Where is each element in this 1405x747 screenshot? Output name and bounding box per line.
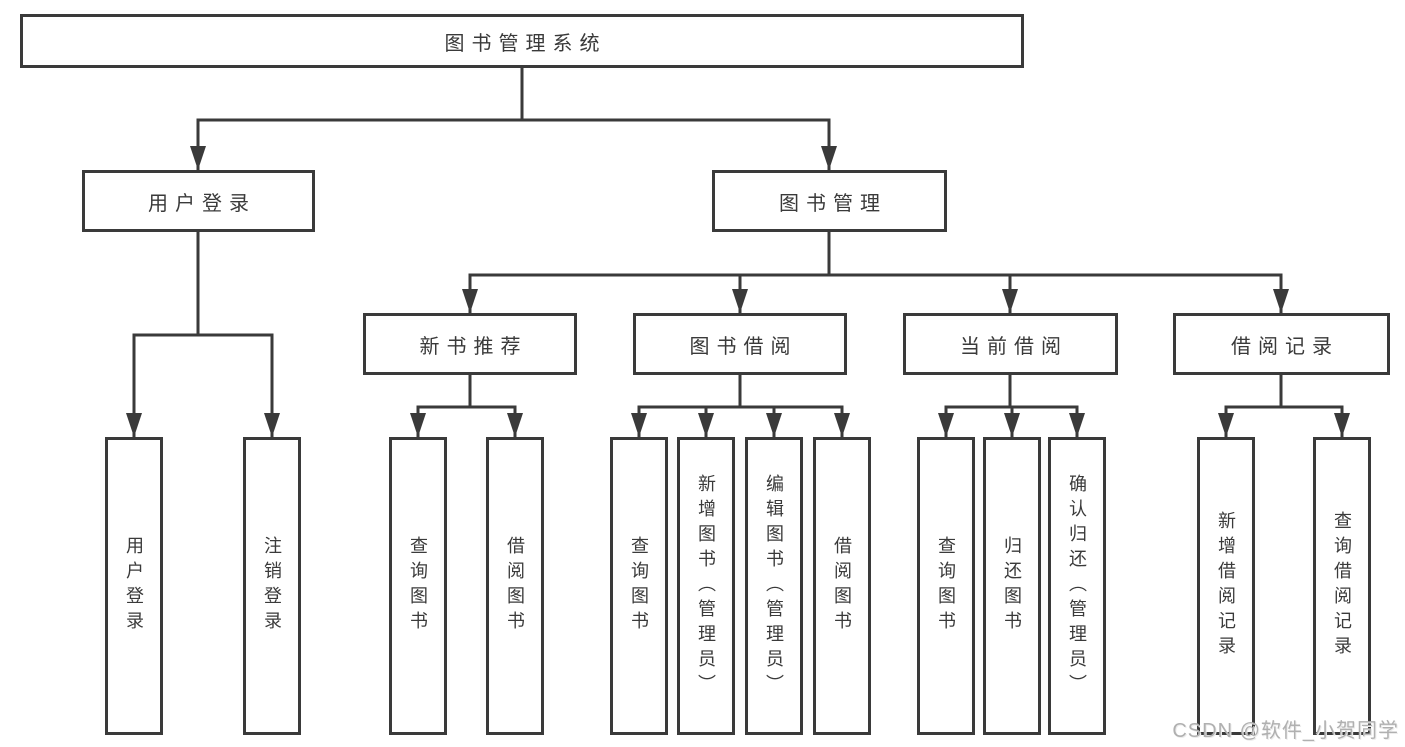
node-leaf-add-borrow-record: 新增借阅记录 <box>1197 437 1255 735</box>
connector-bookmgmt-to-level3 <box>468 232 1283 313</box>
node-leaf-return-books: 归还图书 <box>983 437 1041 735</box>
node-leaf-query-borrow-record: 查询借阅记录 <box>1313 437 1371 735</box>
node-label: 注销登录 <box>262 536 282 636</box>
node-leaf-query-books-current: 查询图书 <box>917 437 975 735</box>
node-label: 用户登录 <box>124 536 144 636</box>
node-leaf-confirm-return-admin: 确认归还（管理员） <box>1048 437 1106 735</box>
node-leaf-edit-book-admin: 编辑图书（管理员） <box>745 437 803 735</box>
node-leaf-query-books-borrowing: 查询图书 <box>610 437 668 735</box>
arrowheads <box>126 146 1350 437</box>
node-label: 归还图书 <box>1002 536 1022 636</box>
node-label: 编辑图书（管理员） <box>764 473 784 699</box>
node-leaf-borrow-books-recommend: 借阅图书 <box>486 437 544 735</box>
node-label: 查询图书 <box>936 536 956 636</box>
node-leaf-logout: 注销登录 <box>243 437 301 735</box>
node-label: 借阅图书 <box>505 536 525 636</box>
node-label: 确认归还（管理员） <box>1067 473 1087 699</box>
node-label: 查询图书 <box>629 536 649 636</box>
connector-userlogin-to-leaves <box>132 232 274 437</box>
node-label: 图书管理 <box>779 192 887 215</box>
node-new-book-recommendation: 新书推荐 <box>363 313 577 375</box>
node-label: 借阅图书 <box>832 536 852 636</box>
node-label: 新书推荐 <box>419 335 528 358</box>
node-label: 借阅记录 <box>1231 335 1339 358</box>
node-user-login: 用户登录 <box>82 170 315 232</box>
node-label: 图书管理系统 <box>444 32 607 55</box>
node-leaf-query-books-recommend: 查询图书 <box>389 437 447 735</box>
node-label: 查询图书 <box>408 536 428 636</box>
connector-newbook-to-leaves <box>416 375 517 437</box>
watermark: CSDN @软件_小贺同学 <box>1172 720 1399 742</box>
node-label: 新增图书（管理员） <box>696 473 716 699</box>
node-book-management: 图书管理 <box>712 170 947 232</box>
node-label: 查询借阅记录 <box>1332 511 1352 661</box>
node-leaf-borrow-books: 借阅图书 <box>813 437 871 735</box>
node-library-management-system: 图书管理系统 <box>20 14 1024 68</box>
node-label: 新增借阅记录 <box>1216 511 1236 661</box>
connector-borrowing-to-leaves <box>637 375 844 437</box>
node-leaf-add-book-admin: 新增图书（管理员） <box>677 437 735 735</box>
node-label: 用户登录 <box>148 192 256 215</box>
node-current-borrowing: 当前借阅 <box>903 313 1118 375</box>
connector-root-to-level2 <box>196 68 831 170</box>
node-borrowing-records: 借阅记录 <box>1173 313 1390 375</box>
node-label: 图书借阅 <box>689 335 798 358</box>
node-label: 当前借阅 <box>960 335 1068 358</box>
node-leaf-user-login: 用户登录 <box>105 437 163 735</box>
node-book-borrowing: 图书借阅 <box>633 313 847 375</box>
connector-records-to-leaves <box>1224 375 1344 437</box>
